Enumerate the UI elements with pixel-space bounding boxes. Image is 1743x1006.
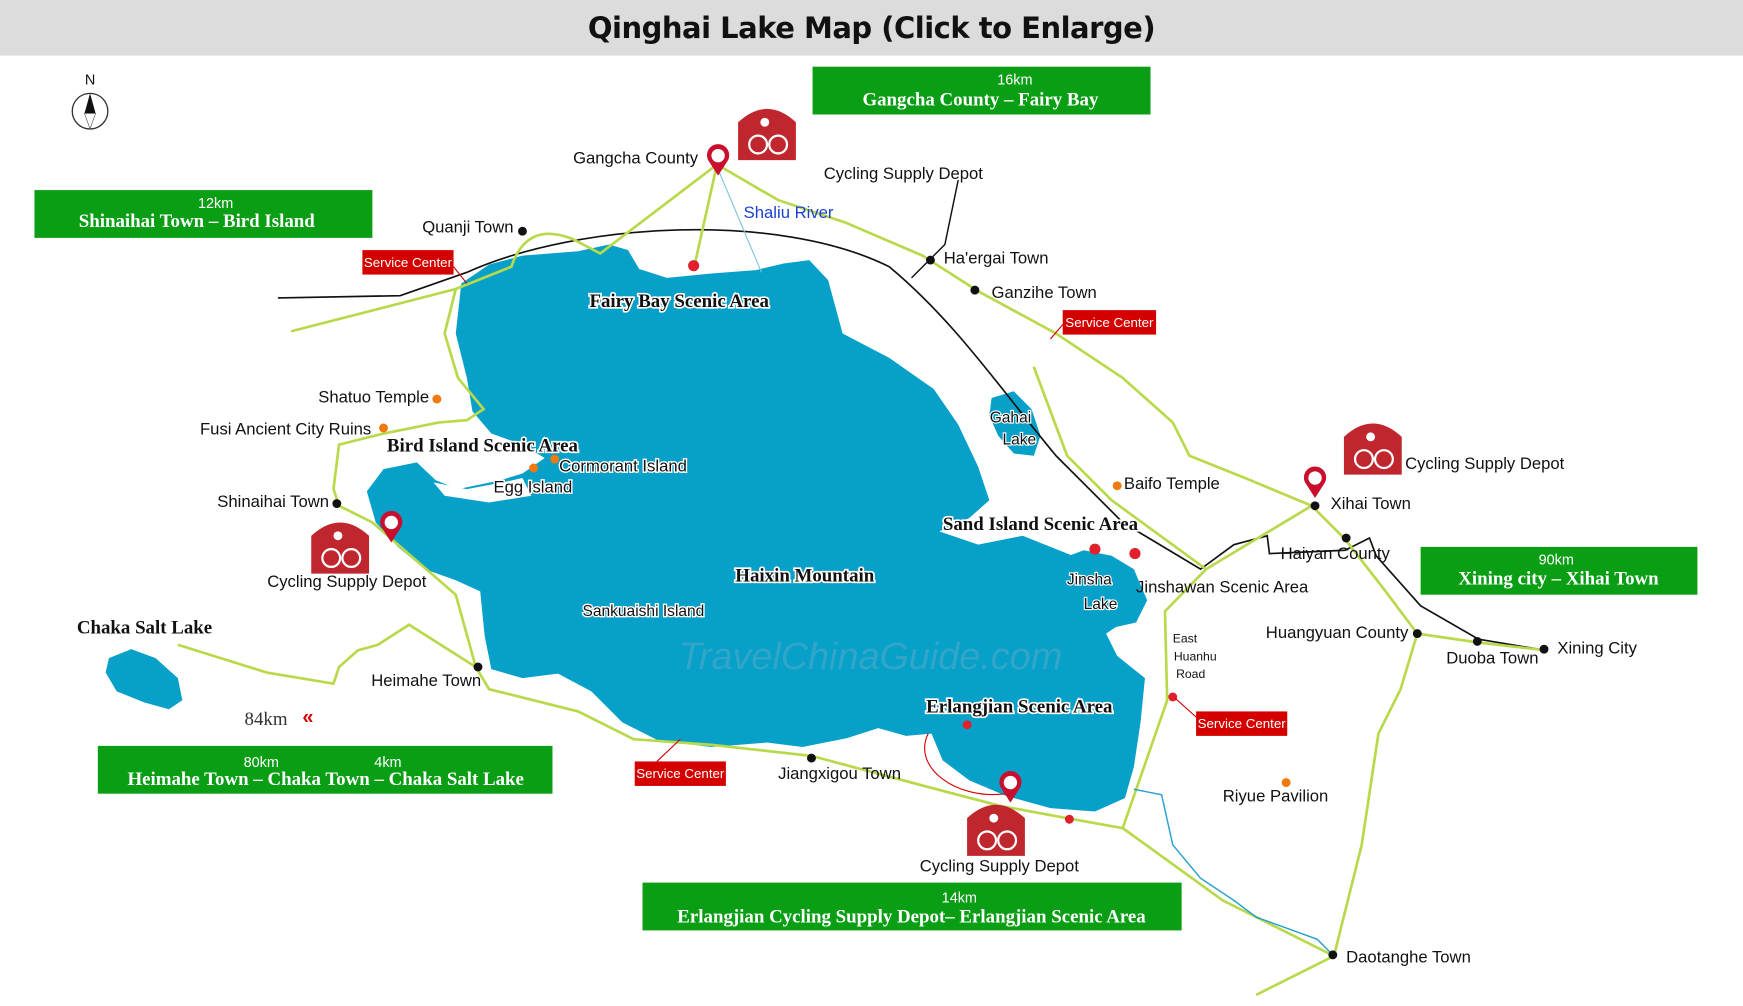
- chaka-salt-lake: [105, 649, 183, 710]
- label-shinaihai: Shinaihai Town: [217, 492, 329, 511]
- service-center-label: Service Center: [364, 255, 453, 270]
- ring-road: [177, 163, 1546, 997]
- label-huanhu: Huanhu: [1174, 649, 1217, 663]
- route-distance: 12km: [198, 196, 233, 212]
- label-daotanghe: Daotanghe Town: [1346, 948, 1471, 967]
- service-center-label: Service Center: [1198, 716, 1287, 731]
- route-distance: 90km: [1539, 553, 1574, 569]
- town-markers: [332, 226, 1549, 960]
- railway-branch: [911, 179, 959, 279]
- service-center-label: Service Center: [636, 766, 725, 781]
- cycling-supply-depot-label: Cycling Supply Depot: [824, 164, 984, 183]
- erlangjian-arrow: [924, 733, 1007, 796]
- map-title[interactable]: Qinghai Lake Map (Click to Enlarge): [587, 11, 1156, 45]
- route-box-xining-xihai[interactable]: 90km Xining city – Xihai Town: [1420, 546, 1698, 595]
- label-road: Road: [1176, 667, 1205, 681]
- route-distance: 16km: [997, 72, 1032, 88]
- label-jinsha-lake: Lake: [1084, 596, 1118, 613]
- fairy-bay-label[interactable]: Fairy Bay Scenic Area: [588, 289, 771, 313]
- route-box-gangcha-fairy-bay[interactable]: 16km Gangcha County – Fairy Bay: [812, 66, 1151, 115]
- cycling-supply-depot-icon[interactable]: [738, 108, 796, 161]
- shaliu-river: [716, 166, 762, 273]
- service-center[interactable]: Service Center: [1050, 310, 1157, 340]
- label-heimahe: Heimahe Town: [371, 671, 481, 690]
- route-distance-2: 4km: [374, 755, 401, 771]
- label-egg: Egg Island: [494, 477, 573, 496]
- label-east: East: [1173, 632, 1198, 646]
- label-gangcha: Gangcha County: [573, 148, 699, 167]
- label-baifo: Baifo Temple: [1124, 474, 1220, 493]
- cycling-supply-depot-label: Cycling Supply Depot: [920, 856, 1080, 875]
- label-fusi: Fusi Ancient City Ruins: [200, 420, 371, 439]
- label-huangyuan: Huangyuan County: [1266, 623, 1409, 642]
- bird-island-label[interactable]: Bird Island Scenic Area: [385, 434, 580, 458]
- cycling-supply-depot-icon[interactable]: [311, 522, 370, 574]
- qinghai-lake: [366, 244, 1145, 812]
- service-center[interactable]: Service Center: [362, 250, 468, 284]
- compass-north-label: N: [85, 72, 95, 88]
- label-xihai: Xihai Town: [1331, 494, 1411, 513]
- label-gahai-lake: Lake: [1002, 432, 1036, 449]
- label-quanji: Quanji Town: [422, 217, 513, 236]
- label-cormorant: Cormorant Island: [559, 456, 687, 475]
- erlangjian-label[interactable]: Erlangjian Scenic Area: [925, 695, 1115, 719]
- label-shaliu-river: Shaliu River: [744, 203, 834, 222]
- route-distance: 14km: [942, 891, 977, 907]
- cycling-supply-depot-icon[interactable]: [967, 804, 1025, 856]
- cycling-supply-depot-icon[interactable]: [1343, 423, 1402, 475]
- label-ganzihe: Ganzihe Town: [992, 283, 1097, 302]
- location-pin-icon[interactable]: [1303, 466, 1327, 498]
- route-distance: 80km: [244, 755, 279, 771]
- route-box-shinaihai-bird-island[interactable]: 12km Shinaihai Town – Bird Island: [34, 190, 373, 238]
- cycling-supply-depot-label: Cycling Supply Depot: [267, 572, 427, 591]
- gahai-lake: [989, 391, 1041, 456]
- label-haiyan: Haiyan County: [1281, 544, 1391, 563]
- distance-84km: 84km: [245, 709, 288, 730]
- service-center-label: Service Center: [1065, 315, 1154, 330]
- watermark: TravelChinaGuide.com: [679, 636, 1063, 678]
- route-box-erlangjian[interactable]: 14km Erlangjian Cycling Supply Depot– Er…: [642, 882, 1182, 931]
- route-label: Heimahe Town – Chaka Town – Chaka Salt L…: [127, 769, 524, 790]
- label-jinsha: Jinsha: [1067, 572, 1112, 589]
- route-label: Gangcha County – Fairy Bay: [862, 90, 1099, 111]
- compass-icon: N: [71, 72, 109, 130]
- poi-markers: [379, 260, 1291, 824]
- haixin-mountain-label[interactable]: Haixin Mountain: [734, 564, 877, 588]
- route-label: Shinaihai Town – Bird Island: [79, 211, 316, 232]
- jinsha-lake: [1050, 550, 1148, 629]
- route-label: Erlangjian Cycling Supply Depot– Erlangj…: [677, 907, 1146, 928]
- inlet-bird-island: [433, 477, 532, 503]
- label-duoba: Duoba Town: [1446, 649, 1538, 668]
- label-xining: Xining City: [1557, 639, 1637, 658]
- label-jinshawan: Jinshawan Scenic Area: [1136, 577, 1309, 596]
- cycling-supply-depot-label: Cycling Supply Depot: [1405, 454, 1565, 473]
- chaka-salt-lake-label[interactable]: Chaka Salt Lake: [75, 616, 214, 640]
- service-center[interactable]: Service Center: [1174, 697, 1288, 736]
- location-pin-icon[interactable]: [999, 771, 1022, 803]
- route-label: Xining city – Xihai Town: [1458, 569, 1659, 590]
- daotang-river: [1133, 788, 1333, 955]
- label-shatuo: Shatuo Temple: [318, 387, 429, 406]
- location-pin-icon[interactable]: [380, 510, 403, 543]
- location-pin-icon[interactable]: [706, 144, 730, 176]
- label-haergai: Ha'ergai Town: [944, 248, 1049, 267]
- label-sankuaishi: Sankuaishi Island: [582, 603, 704, 620]
- sand-island-label[interactable]: Sand Island Scenic Area: [941, 513, 1140, 537]
- label-jiangxigou: Jiangxigou Town: [778, 764, 901, 783]
- route-box-heimahe-chaka[interactable]: 80km 4km Heimahe Town – Chaka Town – Cha…: [97, 745, 553, 794]
- service-center[interactable]: Service Center: [634, 738, 726, 786]
- title-bar[interactable]: Qinghai Lake Map (Click to Enlarge): [0, 0, 1743, 56]
- label-riyue: Riyue Pavilion: [1223, 786, 1329, 805]
- label-gahai: Gahai: [990, 409, 1032, 426]
- place-labels: Gangcha County Quanji Town Ha'ergai Town…: [200, 148, 1638, 966]
- double-chevron-icon: «: [302, 707, 313, 729]
